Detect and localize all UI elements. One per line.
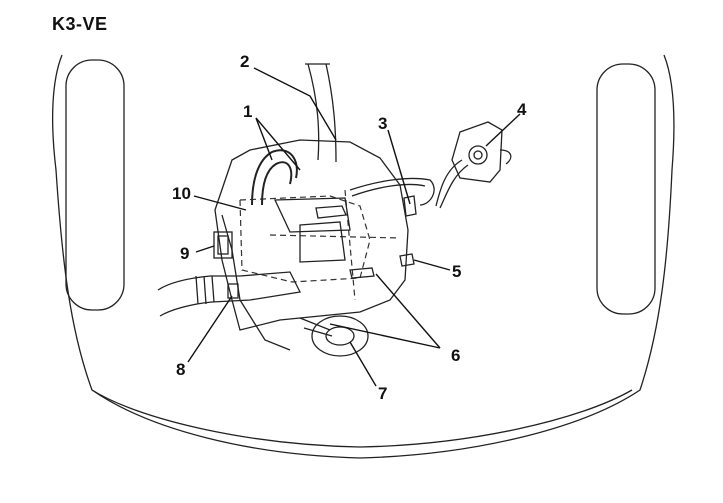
upper-pipe [307,63,320,161]
sensor-item-5 [399,253,415,267]
callout-9: 9 [180,244,190,263]
engine-block [214,139,409,331]
callout-7: 7 [378,384,388,403]
callout-10: 10 [172,184,191,203]
component-item-9 [213,231,233,259]
pulley-item-7 [311,315,369,357]
diagram-title: K3-VE [52,14,108,34]
vacuum-line [349,177,435,206]
intake-duct [157,271,301,317]
hood-outline [51,54,675,459]
component-item-8 [227,283,239,299]
hose-item-1 [251,149,298,206]
canister-item-4 [451,121,503,183]
callout-4: 4 [517,100,527,119]
callout-6: 6 [451,346,461,365]
callout-8: 8 [176,360,186,379]
callout-5: 5 [452,262,462,281]
callout-2: 2 [240,52,250,71]
left-headlight [65,59,125,311]
callout-1: 1 [243,102,253,121]
callout-3: 3 [378,114,388,133]
right-headlight [596,63,656,315]
